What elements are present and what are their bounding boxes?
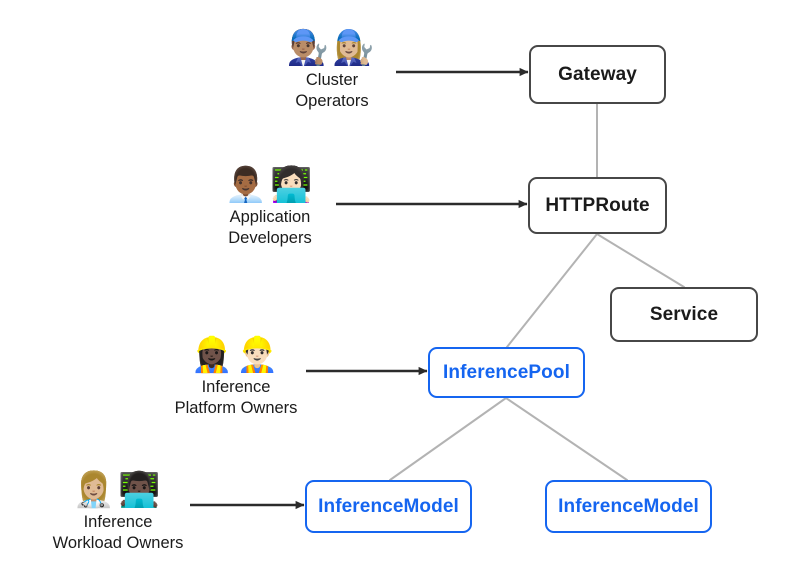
node-label: InferenceModel xyxy=(318,495,459,517)
woman-health-worker-icon+man-technologist-icon: 👩🏼‍⚕️👨🏿‍💻 xyxy=(72,470,164,510)
node-gateway[interactable]: Gateway xyxy=(529,45,666,104)
edge-httproute-to-inferencepool xyxy=(506,233,598,348)
edge-httproute-to-service xyxy=(596,233,685,288)
man-office-worker-icon+woman-technologist-icon: 👨🏾‍💼👩🏻‍💻 xyxy=(224,165,316,205)
node-inferencemodel-right[interactable]: InferenceModel xyxy=(545,480,712,533)
edge-inferencepool-to-model-right xyxy=(505,397,628,481)
persona-label: Inference Workload Owners xyxy=(52,513,184,552)
persona-label: Cluster Operators xyxy=(295,71,369,110)
persona-application-developers: 👨🏾‍💼👩🏻‍💻Application Developers xyxy=(190,165,350,249)
woman-construction-worker-icon+man-construction-worker-icon: 👷🏿‍♀️👷🏻‍♂️ xyxy=(190,335,282,375)
node-httproute[interactable]: HTTPRoute xyxy=(528,177,667,234)
node-label: Service xyxy=(649,303,719,325)
node-label: Gateway xyxy=(558,63,637,85)
edge-inferencepool-to-model-left xyxy=(389,397,507,481)
node-label: HTTPRoute xyxy=(545,194,650,216)
persona-label: Application Developers xyxy=(228,208,312,247)
persona-label: Inference Platform Owners xyxy=(174,378,298,417)
persona-inference-platform-owners: 👷🏿‍♀️👷🏻‍♂️Inference Platform Owners xyxy=(156,335,316,419)
persona-cluster-operators: 👨🏽‍🔧👩🏼‍🔧Cluster Operators xyxy=(252,28,412,112)
node-service[interactable]: Service xyxy=(610,287,758,342)
persona-inference-workload-owners: 👩🏼‍⚕️👨🏿‍💻Inference Workload Owners xyxy=(38,470,198,554)
node-label: InferenceModel xyxy=(558,495,699,517)
persona-arrows xyxy=(190,67,529,510)
node-inferencemodel-left[interactable]: InferenceModel xyxy=(305,480,472,533)
node-inferencepool[interactable]: InferencePool xyxy=(428,347,585,398)
man-mechanic-icon+woman-mechanic-icon: 👨🏽‍🔧👩🏼‍🔧 xyxy=(286,28,378,68)
node-label: InferencePool xyxy=(443,361,570,383)
